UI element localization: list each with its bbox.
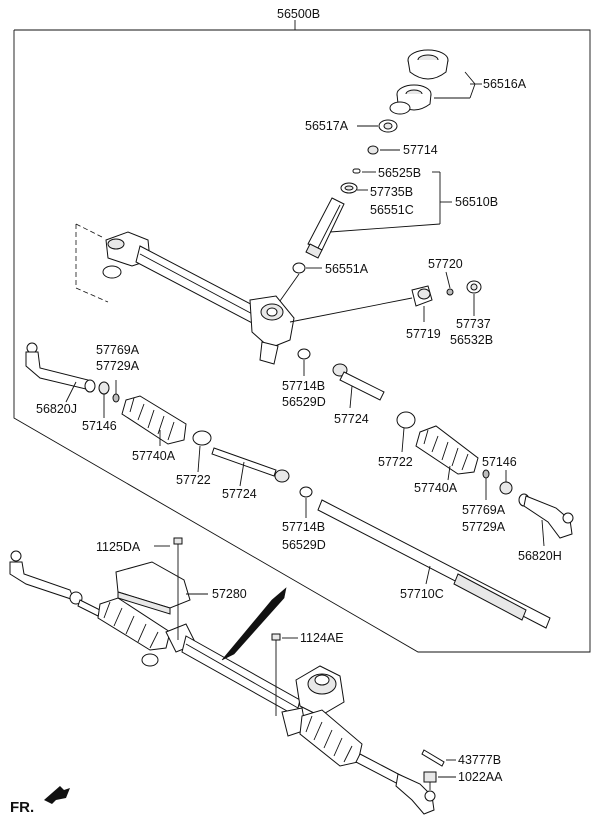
boot-left-upper bbox=[121, 395, 187, 446]
label-56551A: 56551A bbox=[325, 262, 369, 276]
label-57740A-left: 57740A bbox=[132, 449, 176, 463]
label-57714B-lower: 57714B bbox=[282, 520, 325, 534]
cotter-pin-and-nut bbox=[421, 749, 456, 790]
label-57729A-left: 57729A bbox=[96, 359, 140, 373]
label-57714B-upper: 57714B bbox=[282, 379, 325, 393]
label-56551C: 56551C bbox=[370, 203, 414, 217]
label-57146-left: 57146 bbox=[82, 419, 117, 433]
clamp-leader-left bbox=[197, 445, 201, 473]
assembly-frame bbox=[13, 29, 591, 653]
input-shaft bbox=[305, 197, 345, 259]
front-arrow-icon bbox=[44, 786, 70, 804]
inner-tie-rod-left bbox=[211, 447, 290, 487]
label-57769A-left: 57769A bbox=[96, 343, 140, 357]
label-56820H: 56820H bbox=[518, 549, 562, 563]
front-direction-label: FR. bbox=[10, 799, 34, 816]
label-1125DA: 1125DA bbox=[96, 540, 141, 554]
label-1124AE: 1124AE bbox=[300, 631, 344, 645]
rack-bar bbox=[317, 499, 551, 629]
label-57280: 57280 bbox=[212, 587, 247, 601]
bracket-57280 bbox=[115, 561, 208, 615]
label-57729A-right: 57729A bbox=[462, 520, 506, 534]
tie-rod-end-left bbox=[25, 342, 96, 403]
inner-tie-rod-middle bbox=[332, 363, 385, 409]
tie-rod-end-right bbox=[518, 493, 574, 547]
ring-left-lower bbox=[299, 486, 313, 498]
label-57714: 57714 bbox=[403, 143, 438, 157]
rack-assembly-lower bbox=[9, 550, 436, 815]
clamp-left-upper bbox=[192, 430, 212, 446]
clamp-leader-right bbox=[401, 427, 405, 453]
label-43777B: 43777B bbox=[458, 753, 501, 767]
label-57722-right: 57722 bbox=[378, 455, 413, 469]
label-56525B: 56525B bbox=[378, 166, 421, 180]
label-56500B: 56500B bbox=[277, 7, 320, 21]
upper-bearing-stack bbox=[340, 49, 449, 194]
assembly-arrow bbox=[221, 587, 287, 661]
label-1022AA: 1022AA bbox=[458, 770, 503, 784]
label-57737: 57737 bbox=[456, 317, 491, 331]
label-57735B: 57735B bbox=[370, 185, 413, 199]
label-57769A-right: 57769A bbox=[462, 503, 506, 517]
label-57724-upper: 57724 bbox=[334, 412, 369, 426]
label-56510B: 56510B bbox=[455, 195, 498, 209]
label-56517A: 56517A bbox=[305, 119, 349, 133]
bolt-1125DA bbox=[154, 537, 183, 640]
label-56529D-lower: 56529D bbox=[282, 538, 326, 552]
label-57720: 57720 bbox=[428, 257, 463, 271]
shaft-seal bbox=[292, 262, 306, 274]
clip-right-upper bbox=[482, 469, 490, 479]
label-56820J: 56820J bbox=[36, 402, 77, 416]
clip-left-upper bbox=[112, 393, 120, 403]
label-57740A-right: 57740A bbox=[414, 481, 458, 495]
label-56532B: 56532B bbox=[450, 333, 493, 347]
rack-housing-upper bbox=[75, 223, 413, 365]
label-57719: 57719 bbox=[406, 327, 441, 341]
label-56529D-upper: 56529D bbox=[282, 395, 326, 409]
label-57722-left: 57722 bbox=[176, 473, 211, 487]
boot-right-upper bbox=[415, 425, 479, 481]
clamp-right-upper bbox=[396, 411, 416, 429]
ring-upper bbox=[297, 348, 311, 360]
label-57146-right: 57146 bbox=[482, 455, 517, 469]
bolt-1124AE bbox=[271, 633, 298, 716]
upper-leaders bbox=[306, 71, 482, 269]
yoke-parts bbox=[411, 271, 482, 322]
label-57724-left: 57724 bbox=[222, 487, 257, 501]
label-57710C: 57710C bbox=[400, 587, 444, 601]
nut-right-upper bbox=[499, 481, 513, 495]
nut-left-upper bbox=[98, 381, 110, 395]
label-56516A: 56516A bbox=[483, 77, 527, 91]
